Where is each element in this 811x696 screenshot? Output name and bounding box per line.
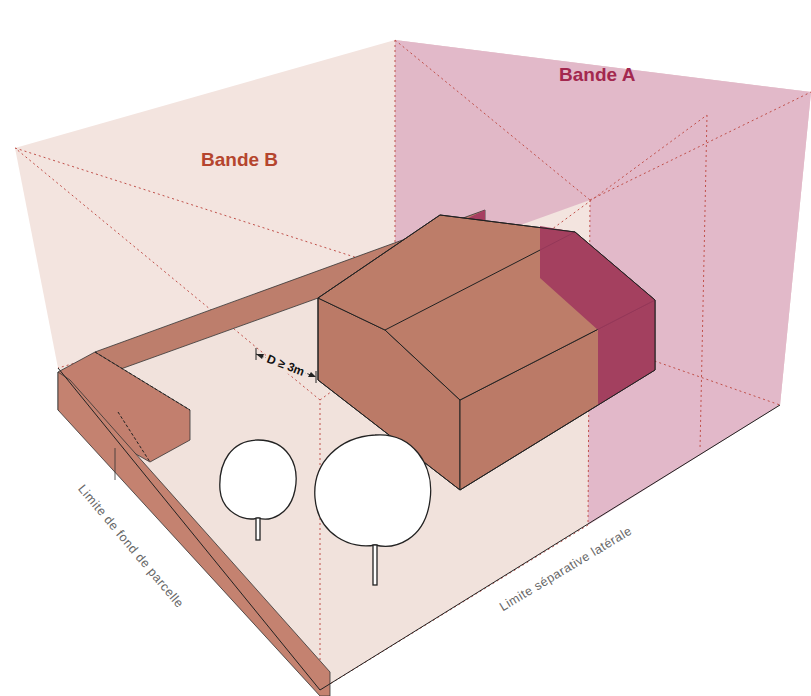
- band-label: Bande B: [201, 149, 278, 171]
- zone-band: Bande B: [201, 149, 278, 171]
- band-label: Bande A: [559, 64, 635, 86]
- zone-band: Bande A: [559, 64, 635, 86]
